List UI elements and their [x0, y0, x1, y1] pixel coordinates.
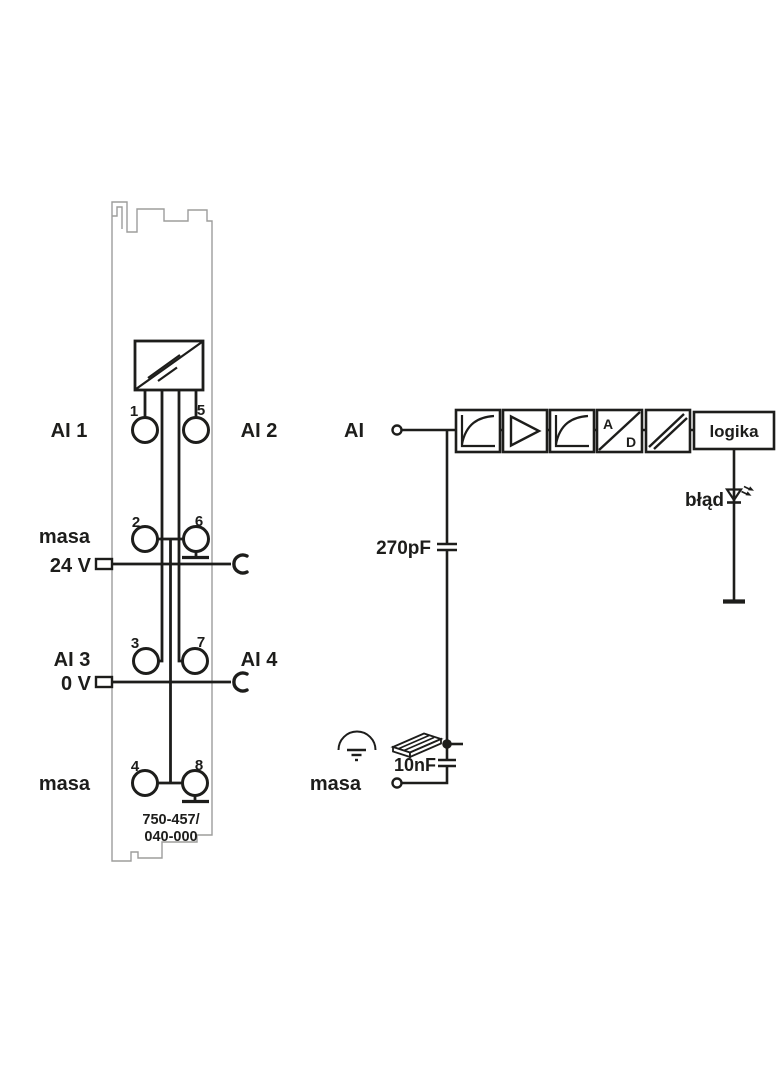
wire-masa-return — [401, 766, 449, 785]
label-masa-bottom: masa — [39, 773, 91, 795]
part-number-line2: 040-000 — [144, 829, 197, 845]
power-jumper-24v — [94, 553, 249, 575]
jumper-plug-24v — [94, 557, 114, 571]
led-triangle — [724, 488, 744, 502]
jumper-socket-0v — [232, 671, 249, 693]
terminal-5 — [182, 416, 210, 444]
terminal-7 — [181, 647, 209, 675]
converter-parallel-line-2 — [157, 366, 178, 382]
label-270pf: 270pF — [376, 538, 431, 559]
terminal-number-5: 5 — [197, 402, 205, 419]
clamp-side-face — [409, 737, 442, 759]
block-amplifier — [501, 408, 549, 454]
terminal-8 — [181, 769, 209, 797]
label-masa-top: masa — [39, 526, 91, 548]
label-masa-right: masa — [310, 773, 362, 795]
adc-letter-a: A — [603, 416, 613, 432]
terminal-number-6: 6 — [195, 513, 203, 530]
block-logic: logika — [692, 410, 776, 451]
label-ai2: AI 2 — [241, 420, 278, 442]
label-0v: 0 V — [61, 673, 92, 695]
capacitor-10nf — [438, 758, 456, 768]
shield-clamp-icon — [390, 732, 444, 759]
filter1-axes — [460, 415, 495, 448]
module-labels: AI 1 AI 2 masa 24 V AI 3 AI 4 0 V masa — [39, 420, 278, 795]
ai-input-terminal — [391, 424, 403, 436]
signal-chain-diagram: AI 270pF 10nF masa — [310, 408, 776, 795]
terminal-number-8: 8 — [195, 757, 203, 774]
block-isolation — [644, 408, 692, 454]
terminal-number-1: 1 — [130, 403, 138, 420]
label-24v: 24 V — [50, 555, 92, 577]
label-ai4: AI 4 — [241, 649, 279, 671]
logic-label: logika — [709, 422, 759, 441]
earth-symbol — [337, 730, 377, 762]
terminal-6 — [182, 525, 210, 553]
masa-terminal — [391, 777, 403, 789]
isolation-frame — [644, 408, 692, 454]
adc-letter-d: D — [626, 434, 636, 450]
wire-leg-terminal3 — [158, 390, 164, 663]
error-led-branch: błąd — [685, 449, 754, 604]
filter2-curve — [554, 414, 589, 445]
clamp-ridge-1 — [398, 734, 430, 750]
terminal-3 — [132, 647, 160, 675]
converter-parallel-line-1 — [147, 354, 181, 379]
terminal-numbers: 1 5 2 6 3 7 4 8 — [130, 402, 205, 775]
label-ai-input: AI — [344, 420, 364, 442]
led-ray-2-head — [748, 486, 754, 491]
block-adc: A D — [595, 408, 644, 454]
capacitor-270pf — [437, 542, 457, 552]
block-filter-2 — [548, 408, 596, 454]
converter-box — [133, 339, 205, 392]
power-jumper-0v — [94, 671, 249, 693]
terminal-number-7: 7 — [197, 634, 205, 651]
terminal-number-2: 2 — [132, 514, 140, 531]
earth-dome-arc — [337, 730, 377, 751]
label-ai3: AI 3 — [54, 649, 91, 671]
error-led — [724, 485, 754, 504]
module-internal-wiring — [143, 390, 209, 804]
label-10nf: 10nF — [394, 755, 436, 775]
jumper-plug-0v — [94, 675, 114, 689]
filter1-curve — [460, 414, 495, 445]
isolation-diagonal-1 — [648, 413, 685, 448]
input-filter-branch: 270pF 10nF masa — [310, 430, 463, 795]
wire-leg-terminal7 — [177, 390, 183, 663]
label-ai1: AI 1 — [51, 420, 88, 442]
isolation-diagonal-2 — [653, 417, 688, 450]
label-blad: błąd — [685, 490, 724, 511]
adc-diagonal — [598, 411, 641, 451]
amplifier-triangle — [509, 414, 542, 448]
part-number: 750-457/ 040-000 — [142, 812, 199, 845]
module-housing-outline — [111, 201, 213, 862]
terminal-4 — [131, 769, 159, 797]
terminal-number-4: 4 — [131, 758, 140, 775]
terminal-number-3: 3 — [131, 635, 139, 652]
part-number-line1: 750-457/ — [142, 812, 199, 828]
clamp-ridge-2 — [403, 736, 435, 752]
terminal-1 — [131, 416, 159, 444]
block-filter-1 — [454, 408, 502, 454]
led-ray-1-head — [745, 491, 752, 496]
module-latch-notch — [112, 206, 123, 229]
io-module-symbol: 1 5 2 6 3 7 4 8 AI 1 AI 2 masa 24 V AI 3… — [39, 201, 278, 862]
jumper-socket-24v — [232, 553, 249, 575]
converter-diagonal — [135, 341, 203, 390]
module-terminals — [131, 416, 210, 797]
filter2-axes — [554, 415, 589, 448]
terminal-2 — [131, 525, 159, 553]
